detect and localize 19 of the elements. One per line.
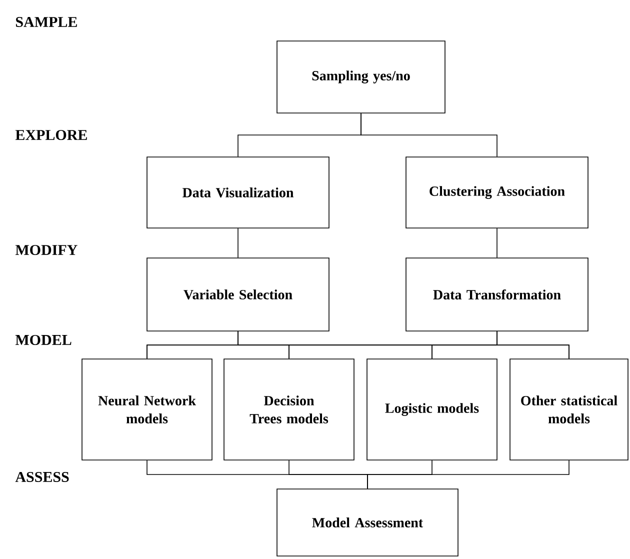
- stage-label: MODIFY: [15, 244, 78, 256]
- process-box: Decision Trees models: [224, 358, 354, 460]
- process-box: Clustering Association: [406, 156, 588, 228]
- connector-line: [367, 460, 570, 489]
- process-box: Model Assessment: [276, 488, 458, 556]
- process-box: Neural Network models: [82, 358, 212, 460]
- process-box: Data Transformation: [406, 258, 588, 332]
- process-box: Variable Selection: [146, 258, 330, 332]
- connector-line: [360, 113, 498, 157]
- stage-label: ASSESS: [15, 472, 69, 482]
- stage-label: EXPLORE: [15, 130, 87, 140]
- process-box: Data Visualization: [146, 156, 330, 228]
- connector-line: [496, 330, 570, 359]
- connector-line: [496, 228, 498, 258]
- stage-label: SAMPLE: [16, 16, 77, 28]
- process-box: Sampling yes/no: [276, 40, 446, 114]
- process-box: Other statistical models: [510, 358, 628, 460]
- process-box: Logistic models: [366, 358, 498, 460]
- stage-label: MODEL: [15, 334, 72, 346]
